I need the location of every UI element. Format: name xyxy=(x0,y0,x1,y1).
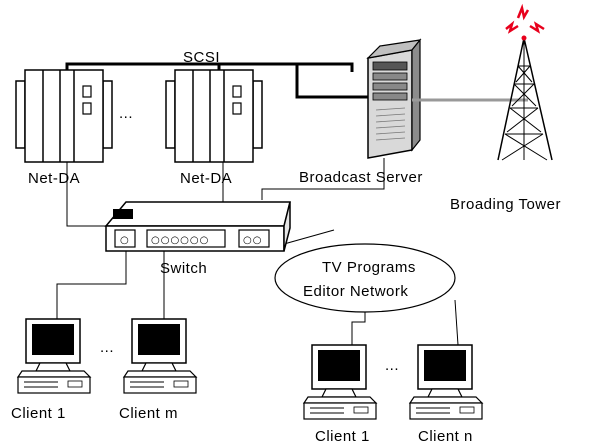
netda-unit-1 xyxy=(16,70,112,162)
client-1-left-label: Client 1 xyxy=(11,405,66,422)
netda-ellipsis: ... xyxy=(119,105,133,122)
client-computer-m xyxy=(124,319,196,393)
switch-label: Switch xyxy=(160,260,207,277)
switch-client1-link xyxy=(57,251,126,319)
client-1-right-label: Client 1 xyxy=(315,428,370,445)
broadcast-server-label: Broadcast Server xyxy=(299,169,423,186)
netda-label-2: Net-DA xyxy=(180,170,232,187)
scsi-label: SCSI xyxy=(183,49,220,66)
client-computers xyxy=(18,319,482,419)
client-right-ellipsis: ... xyxy=(385,357,399,374)
switch-left-port: ○ xyxy=(120,235,129,246)
tv-client1-link xyxy=(352,312,365,345)
tv-clientn-link xyxy=(455,300,458,345)
client-m-label: Client m xyxy=(119,405,178,422)
netda-unit-2 xyxy=(166,70,262,162)
tv-network-line1: TV Programs xyxy=(322,259,416,276)
switch-ports: ○○○○○○ xyxy=(151,235,209,246)
tv-network-cloud xyxy=(275,244,455,312)
client-n-label: Client n xyxy=(418,428,473,445)
client-computer-1-left xyxy=(18,319,90,393)
client-computer-n xyxy=(410,345,482,419)
tv-network-line2: Editor Network xyxy=(303,283,408,300)
client-computer-1-right xyxy=(304,345,376,419)
netda-label-1: Net-DA xyxy=(28,170,80,187)
tower-beacon xyxy=(506,8,544,41)
switch-tv-link xyxy=(284,230,334,244)
switch-right-ports: ○○ xyxy=(243,235,262,246)
tower-label: Broading Tower xyxy=(450,196,561,213)
client-left-ellipsis: ... xyxy=(100,339,114,356)
